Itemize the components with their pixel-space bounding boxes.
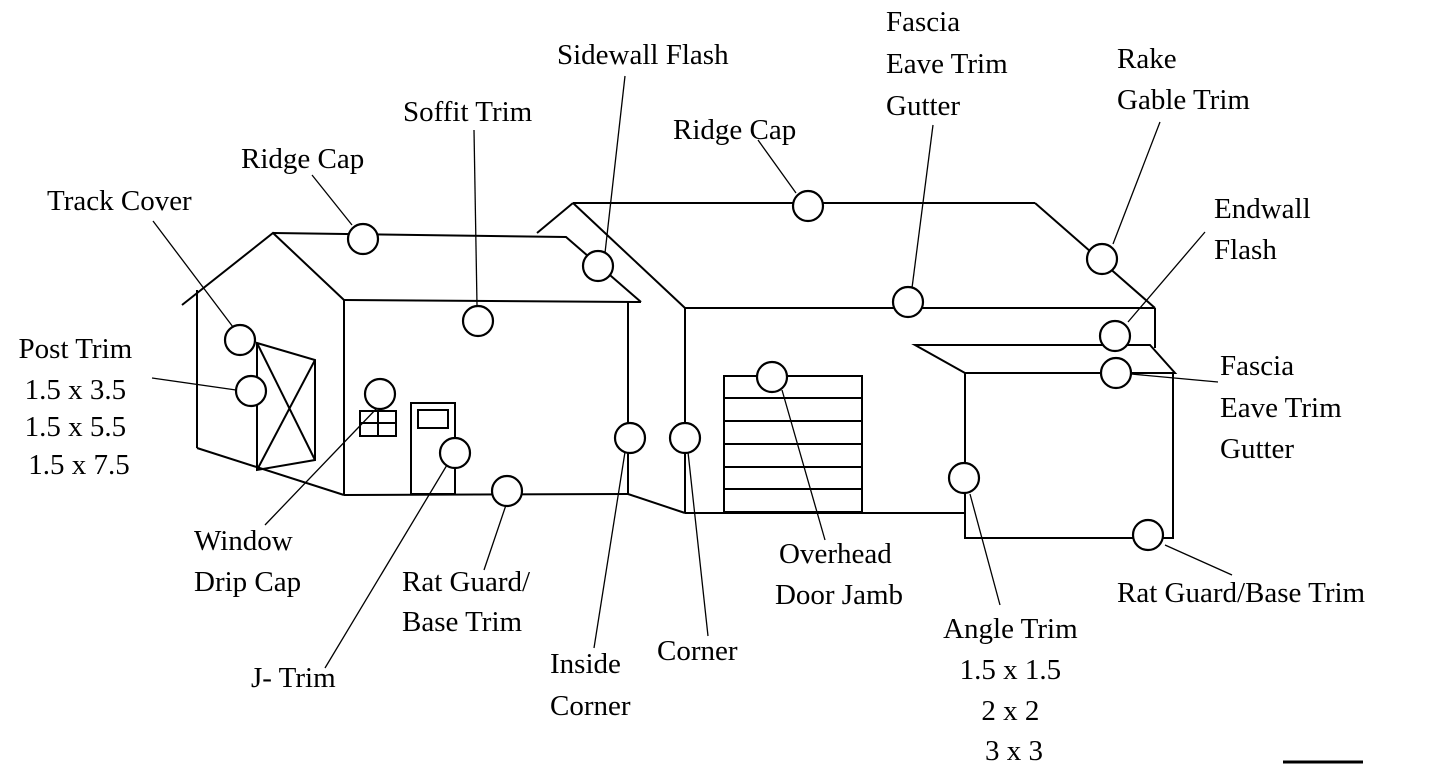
label-fascia-right: Fascia Eave Trim Gutter: [1220, 350, 1349, 465]
overhead-door: [723, 375, 863, 513]
marker-angle-trim: [947, 461, 981, 495]
label-rat-guard-right: Rat Guard/Base Trim: [1117, 577, 1366, 609]
callout-markers: [223, 189, 1165, 552]
marker-corner: [668, 421, 702, 455]
leader-lines: [151, 75, 1233, 669]
label-sidewall-flash: Sidewall Flash: [557, 39, 729, 71]
marker-ridge-cap-left: [346, 222, 380, 256]
label-post-trim: Post Trim 1.5 x 3.5 1.5 x 5.5 1.5 x 7.5: [19, 333, 140, 481]
labels: Track Cover Ridge Cap Soffit Trim Sidewa…: [19, 6, 1366, 765]
label-ridge-cap-main: Ridge Cap: [673, 114, 796, 146]
label-inside-corner: Inside Corner: [550, 648, 631, 722]
marker-soffit-trim: [461, 304, 495, 338]
marker-sidewall-flash: [581, 249, 615, 283]
marker-endwall-flash: [1098, 319, 1132, 353]
marker-fascia-top: [891, 285, 925, 319]
marker-post-trim: [234, 374, 268, 408]
label-j-trim: J- Trim: [251, 662, 336, 694]
label-rake: Rake Gable Trim: [1117, 43, 1250, 116]
sliding-door: [256, 341, 316, 472]
marker-rat-guard-left: [490, 474, 524, 508]
label-endwall-flash: Endwall Flash: [1214, 193, 1318, 266]
marker-window-drip-cap: [363, 377, 397, 411]
marker-fascia-right: [1099, 356, 1133, 390]
label-fascia-top: Fascia Eave Trim Gutter: [886, 6, 1015, 122]
marker-overhead-door-jamb: [755, 360, 789, 394]
marker-j-trim: [438, 436, 472, 470]
lean-to: [911, 344, 1178, 539]
label-rat-guard-left: Rat Guard/ Base Trim: [402, 566, 537, 638]
label-track-cover: Track Cover: [47, 185, 192, 217]
marker-rake: [1085, 242, 1119, 276]
label-window-drip-cap: Window Drip Cap: [194, 525, 301, 598]
label-angle-trim: Angle Trim 1.5 x 1.5 2 x 2 3 x 3: [943, 613, 1085, 765]
window: [359, 410, 397, 437]
marker-inside-corner: [613, 421, 647, 455]
label-soffit-trim: Soffit Trim: [403, 96, 533, 128]
label-ridge-cap-left: Ridge Cap: [241, 143, 364, 175]
marker-track-cover: [223, 323, 257, 357]
label-corner: Corner: [657, 635, 738, 667]
marker-rat-guard-right: [1131, 518, 1165, 552]
marker-ridge-cap-main: [791, 189, 825, 223]
building-outline: [181, 202, 1178, 539]
label-overhead-door-jamb: Overhead Door Jamb: [775, 538, 903, 611]
